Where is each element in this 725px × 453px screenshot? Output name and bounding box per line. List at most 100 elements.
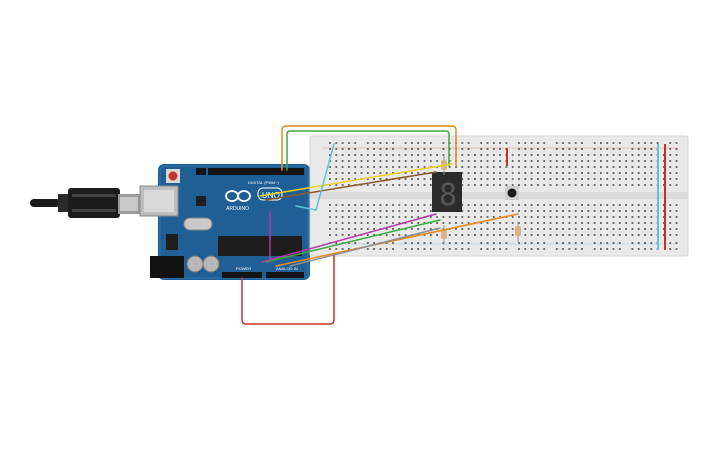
breadboard-hole[interactable] bbox=[341, 172, 344, 174]
breadboard-hole[interactable] bbox=[360, 172, 363, 174]
breadboard-hole[interactable] bbox=[354, 234, 357, 236]
breadboard-hole[interactable] bbox=[581, 142, 583, 144]
breadboard-hole[interactable] bbox=[625, 154, 627, 156]
breadboard-hole[interactable] bbox=[618, 204, 621, 206]
breadboard-hole[interactable] bbox=[486, 248, 489, 250]
breadboard-hole[interactable] bbox=[348, 216, 350, 218]
breadboard-hole[interactable] bbox=[593, 216, 596, 218]
breadboard-hole[interactable] bbox=[587, 222, 590, 224]
breadboard-hole[interactable] bbox=[637, 204, 640, 206]
breadboard-hole[interactable] bbox=[348, 204, 350, 206]
breadboard-hole[interactable] bbox=[442, 154, 445, 156]
breadboard-hole[interactable] bbox=[625, 166, 627, 168]
breadboard-hole[interactable] bbox=[423, 228, 426, 230]
breadboard-hole[interactable] bbox=[524, 210, 527, 212]
breadboard-hole[interactable] bbox=[429, 154, 432, 156]
breadboard-hole[interactable] bbox=[574, 204, 577, 206]
breadboard-hole[interactable] bbox=[392, 228, 394, 230]
breadboard-hole[interactable] bbox=[511, 210, 514, 212]
breadboard-hole[interactable] bbox=[492, 242, 495, 244]
breadboard-hole[interactable] bbox=[492, 154, 495, 156]
breadboard-hole[interactable] bbox=[600, 166, 602, 168]
breadboard-hole[interactable] bbox=[562, 184, 564, 186]
breadboard-hole[interactable] bbox=[537, 222, 539, 224]
breadboard-hole[interactable] bbox=[524, 172, 527, 174]
breadboard-hole[interactable] bbox=[486, 184, 489, 186]
yellow-wire[interactable] bbox=[259, 163, 453, 197]
breadboard-hole[interactable] bbox=[644, 154, 646, 156]
breadboard-hole[interactable] bbox=[404, 148, 407, 150]
breadboard-hole[interactable] bbox=[411, 142, 413, 144]
breadboard-hole[interactable] bbox=[618, 184, 621, 186]
breadboard-hole[interactable] bbox=[518, 210, 520, 212]
breadboard-hole[interactable] bbox=[581, 154, 583, 156]
breadboard-hole[interactable] bbox=[650, 154, 653, 156]
breadboard-hole[interactable] bbox=[341, 234, 344, 236]
breadboard-hole[interactable] bbox=[417, 160, 420, 162]
breadboard-hole[interactable] bbox=[505, 248, 508, 250]
breadboard-hole[interactable] bbox=[663, 228, 665, 230]
breadboard-hole[interactable] bbox=[341, 210, 344, 212]
breadboard-hole[interactable] bbox=[392, 204, 394, 206]
breadboard-hole[interactable] bbox=[423, 166, 426, 168]
breadboard-hole[interactable] bbox=[429, 222, 432, 224]
breadboard-hole[interactable] bbox=[637, 242, 640, 244]
breadboard-hole[interactable] bbox=[600, 178, 602, 180]
breadboard-hole[interactable] bbox=[518, 248, 520, 250]
breadboard-hole[interactable] bbox=[587, 228, 590, 230]
breadboard-hole[interactable] bbox=[480, 148, 483, 150]
breadboard-hole[interactable] bbox=[625, 178, 627, 180]
breadboard-hole[interactable] bbox=[543, 242, 546, 244]
breadboard-hole[interactable] bbox=[486, 178, 489, 180]
breadboard-hole[interactable] bbox=[637, 172, 640, 174]
breadboard-hole[interactable] bbox=[423, 184, 426, 186]
breadboard-hole[interactable] bbox=[461, 166, 464, 168]
breadboard-hole[interactable] bbox=[354, 178, 357, 180]
breadboard-hole[interactable] bbox=[606, 248, 609, 250]
breadboard-hole[interactable] bbox=[549, 210, 552, 212]
breadboard-hole[interactable] bbox=[574, 172, 577, 174]
breadboard-hole[interactable] bbox=[593, 166, 596, 168]
breadboard-hole[interactable] bbox=[524, 154, 527, 156]
breadboard-hole[interactable] bbox=[461, 228, 464, 230]
breadboard-hole[interactable] bbox=[518, 222, 520, 224]
breadboard-hole[interactable] bbox=[341, 154, 344, 156]
breadboard-hole[interactable] bbox=[524, 184, 527, 186]
breadboard-hole[interactable] bbox=[411, 172, 413, 174]
breadboard-hole[interactable] bbox=[442, 216, 445, 218]
breadboard-hole[interactable] bbox=[474, 184, 476, 186]
breadboard-hole[interactable] bbox=[568, 154, 571, 156]
breadboard-hole[interactable] bbox=[562, 242, 564, 244]
breadboard-hole[interactable] bbox=[492, 204, 495, 206]
breadboard-hole[interactable] bbox=[675, 242, 678, 244]
breadboard-hole[interactable] bbox=[505, 178, 508, 180]
breadboard-hole[interactable] bbox=[606, 148, 609, 150]
breadboard-hole[interactable] bbox=[593, 204, 596, 206]
seven-segment-display[interactable]: 8 bbox=[432, 172, 462, 213]
breadboard-hole[interactable] bbox=[379, 204, 382, 206]
breadboard-hole[interactable] bbox=[618, 242, 621, 244]
breadboard-hole[interactable] bbox=[329, 228, 331, 230]
breadboard-hole[interactable] bbox=[354, 228, 357, 230]
breadboard-hole[interactable] bbox=[511, 178, 514, 180]
breadboard-hole[interactable] bbox=[587, 160, 590, 162]
breadboard-hole[interactable] bbox=[562, 204, 564, 206]
breadboard-hole[interactable] bbox=[669, 228, 672, 230]
breadboard-hole[interactable] bbox=[631, 222, 634, 224]
breadboard-hole[interactable] bbox=[486, 228, 489, 230]
breadboard-hole[interactable] bbox=[549, 204, 552, 206]
green-wire-bottom[interactable] bbox=[265, 219, 441, 263]
breadboard-hole[interactable] bbox=[423, 204, 426, 206]
breadboard-hole[interactable] bbox=[360, 210, 363, 212]
breadboard-hole[interactable] bbox=[530, 160, 533, 162]
breadboard-hole[interactable] bbox=[581, 204, 583, 206]
breadboard-hole[interactable] bbox=[411, 228, 413, 230]
breadboard-hole[interactable] bbox=[354, 242, 357, 244]
breadboard-hole[interactable] bbox=[360, 228, 363, 230]
breadboard-hole[interactable] bbox=[492, 234, 495, 236]
breadboard-hole[interactable] bbox=[373, 204, 375, 206]
breadboard-hole[interactable] bbox=[385, 178, 388, 180]
breadboard-hole[interactable] bbox=[499, 222, 501, 224]
breadboard-hole[interactable] bbox=[631, 172, 634, 174]
breadboard-hole[interactable] bbox=[587, 154, 590, 156]
